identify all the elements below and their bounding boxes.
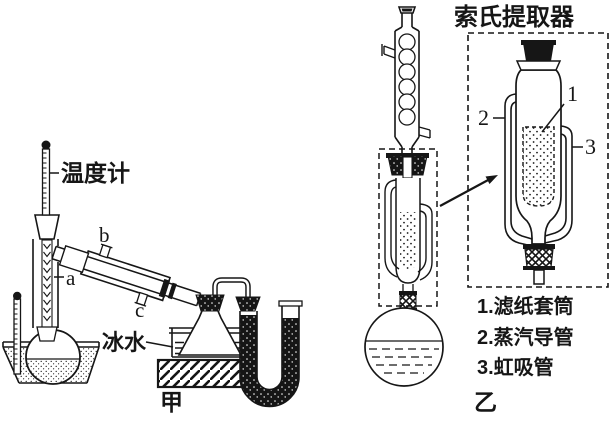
extractor-bottom-stopper bbox=[399, 294, 417, 309]
thermometer-label: 温度计 bbox=[61, 160, 130, 186]
bulb-condenser bbox=[381, 6, 431, 159]
ice-water-leader bbox=[145, 341, 174, 348]
port-a-label: a bbox=[66, 266, 76, 290]
legend-item-1: 1.滤纸套筒 bbox=[477, 294, 574, 318]
vapor-tube-large bbox=[504, 93, 533, 247]
vapor-tube-small bbox=[384, 179, 400, 278]
drying-u-tube bbox=[239, 300, 303, 408]
legend-item-3: 3.虹吸管 bbox=[477, 355, 554, 379]
siphon-tube-small bbox=[417, 203, 433, 281]
soxhlet-extractor-small bbox=[384, 153, 433, 319]
port-b-label: b bbox=[99, 223, 110, 247]
siphon-tube-large bbox=[544, 125, 573, 244]
caption-left: 甲 bbox=[160, 389, 183, 415]
filter-paper-thimble bbox=[522, 126, 555, 207]
condenser-outlet-arm bbox=[418, 126, 431, 139]
vent-tube bbox=[212, 277, 251, 300]
bath-thermometer bbox=[13, 291, 22, 375]
zoom-arrow bbox=[439, 175, 498, 207]
ice-water-label: 冰水 bbox=[102, 330, 147, 355]
u-tube-stopper bbox=[235, 296, 261, 312]
legend-item-2: 2.蒸汽导管 bbox=[477, 325, 574, 349]
inset-box bbox=[467, 32, 609, 288]
port-c-label: c bbox=[135, 298, 144, 322]
solvent-flask bbox=[364, 307, 444, 387]
support-block bbox=[156, 358, 255, 389]
caption-right: 乙 bbox=[474, 389, 497, 415]
condenser-inlet-arm bbox=[381, 44, 396, 59]
callout-1: 1 bbox=[567, 81, 578, 106]
callout-2: 2 bbox=[478, 105, 489, 130]
receiving-flask-stopper bbox=[195, 294, 225, 312]
receiving-conical-flask bbox=[177, 310, 243, 356]
callout-3: 3 bbox=[585, 134, 596, 159]
soxhlet-extractor-large bbox=[504, 40, 573, 285]
inset-title: 索氏提取器 bbox=[454, 4, 575, 31]
distillation-head-neck bbox=[32, 214, 60, 342]
main-thermometer bbox=[41, 140, 51, 216]
extractor-large-top-stopper bbox=[523, 43, 554, 61]
extractor-large-bottom-stopper bbox=[524, 248, 554, 268]
callout-1-leader bbox=[541, 103, 565, 133]
liebig-condenser bbox=[51, 243, 202, 307]
